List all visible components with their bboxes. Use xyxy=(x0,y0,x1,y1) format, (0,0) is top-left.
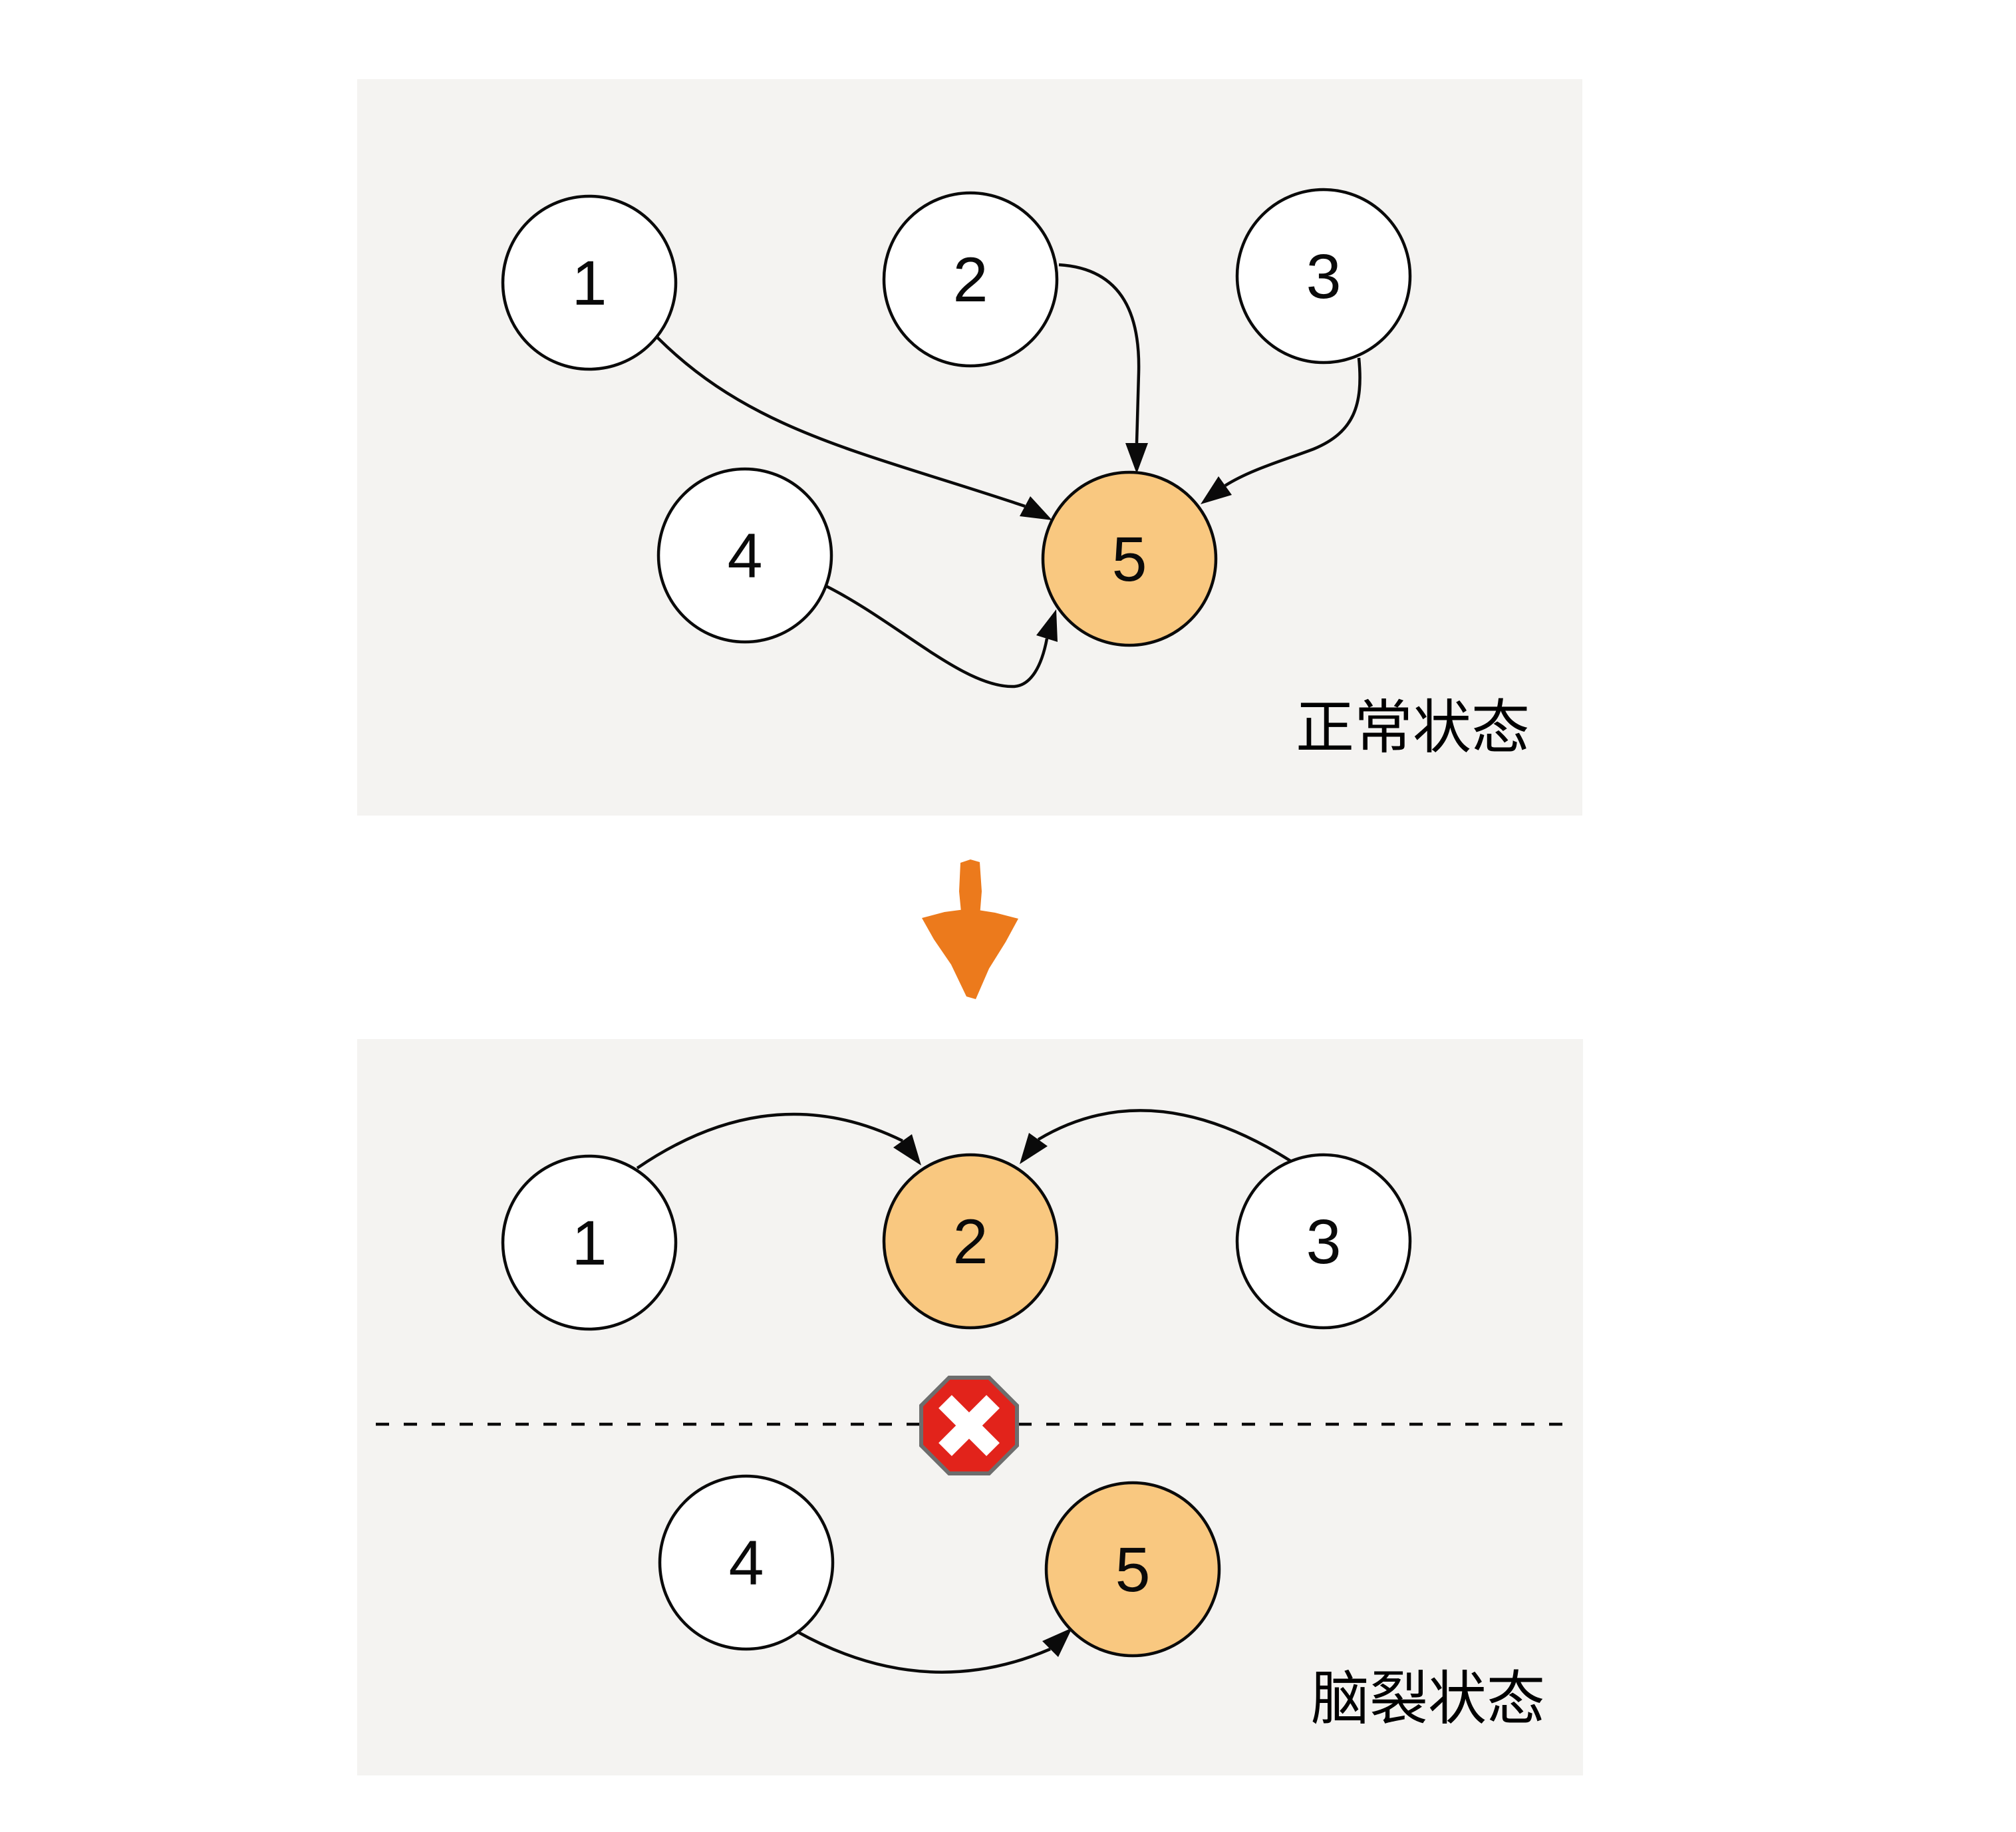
arrowhead-1-to-5-icon xyxy=(1020,496,1052,520)
panel-normal-state: 1 2 3 4 5 正常状态 xyxy=(357,79,1582,816)
arrowhead-3-to-5-icon xyxy=(1201,476,1232,504)
edge-1-to-2 xyxy=(636,1112,903,1169)
node-normal-4-circle xyxy=(656,467,833,644)
node-split-2-circle xyxy=(882,1153,1059,1330)
node-normal-3: 3 xyxy=(1235,188,1412,365)
stop-x-icon xyxy=(919,1376,1019,1475)
node-normal-1-circle xyxy=(501,194,678,371)
arrowhead-4-to-5-split-icon xyxy=(1042,1628,1072,1657)
panel-split-brain-state: 1 2 3 4 5 脑裂状 xyxy=(357,1039,1583,1775)
arrowhead-4-to-5-icon xyxy=(1036,609,1058,642)
panel-split-title: 脑裂状态 xyxy=(1311,1666,1545,1732)
node-split-4-label: 4 xyxy=(729,1528,764,1599)
node-split-2-active: 2 xyxy=(882,1153,1059,1330)
node-normal-1-label: 1 xyxy=(572,248,607,319)
node-normal-4-label: 4 xyxy=(728,521,763,591)
down-arrow-icon xyxy=(922,859,1018,999)
node-normal-2-circle xyxy=(882,191,1059,368)
node-split-5-label: 5 xyxy=(1115,1535,1151,1605)
node-normal-4: 4 xyxy=(656,467,833,644)
node-normal-5-active: 5 xyxy=(1041,470,1218,647)
node-split-1-label: 1 xyxy=(572,1208,607,1279)
node-normal-3-label: 3 xyxy=(1306,241,1342,312)
node-split-3-circle xyxy=(1235,1153,1412,1330)
node-split-3-label: 3 xyxy=(1306,1207,1342,1277)
arrowhead-3-to-2-icon xyxy=(1020,1133,1048,1164)
node-split-3: 3 xyxy=(1235,1153,1412,1330)
edge-1-to-5 xyxy=(654,335,1026,508)
stop-sign-x-bar-2 xyxy=(938,1395,1000,1456)
edge-4-to-5-split xyxy=(795,1630,1051,1674)
arrowhead-2-to-5-icon xyxy=(1125,443,1148,474)
edge-2-to-5 xyxy=(1058,263,1141,444)
node-normal-5-circle xyxy=(1041,470,1218,647)
node-normal-5-label: 5 xyxy=(1112,524,1147,595)
node-normal-1: 1 xyxy=(501,194,678,371)
node-split-2-label: 2 xyxy=(953,1207,988,1277)
edge-3-to-5 xyxy=(1224,357,1362,487)
down-arrow-head xyxy=(922,909,1018,999)
node-normal-3-circle xyxy=(1235,188,1412,365)
node-split-4-circle xyxy=(658,1474,835,1651)
node-split-4: 4 xyxy=(658,1474,835,1651)
edge-3-to-2 xyxy=(1037,1109,1292,1162)
node-normal-2: 2 xyxy=(882,191,1059,368)
node-split-1-circle xyxy=(501,1154,678,1331)
node-normal-2-label: 2 xyxy=(953,245,988,315)
arrowhead-1-to-2-icon xyxy=(893,1134,921,1165)
panel-normal-title: 正常状态 xyxy=(1296,694,1530,760)
node-split-5-active: 5 xyxy=(1044,1481,1221,1658)
node-split-5-circle xyxy=(1044,1481,1221,1658)
node-split-1: 1 xyxy=(501,1154,678,1331)
edge-4-to-5 xyxy=(823,583,1049,688)
